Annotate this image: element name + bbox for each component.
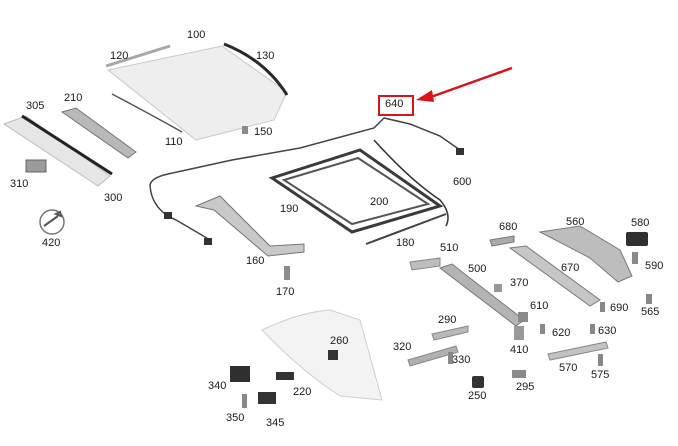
label-345[interactable]: 345 — [266, 417, 285, 429]
bolt-170[interactable] — [284, 266, 290, 280]
highlight-arrow — [427, 66, 513, 100]
bolt-350[interactable] — [242, 394, 247, 408]
label-305[interactable]: 305 — [26, 100, 45, 112]
bolt-575[interactable] — [598, 354, 603, 366]
tool-420-glyph — [43, 210, 63, 227]
rail-680[interactable] — [489, 235, 515, 247]
clip-260[interactable] — [328, 350, 338, 360]
bracket-580[interactable] — [626, 232, 648, 246]
bracket-510[interactable] — [409, 257, 441, 271]
rail-210[interactable] — [60, 107, 137, 159]
label-610[interactable]: 610 — [530, 300, 549, 312]
bolt-330[interactable] — [448, 352, 453, 364]
label-670[interactable]: 670 — [561, 262, 580, 274]
highlight-box-640 — [378, 95, 414, 116]
clip-370[interactable] — [494, 284, 502, 292]
clip-610[interactable] — [518, 312, 528, 322]
label-600[interactable]: 600 — [453, 176, 472, 188]
bolt-690[interactable] — [600, 302, 605, 312]
label-500[interactable]: 500 — [468, 263, 487, 275]
label-220[interactable]: 220 — [293, 386, 312, 398]
label-100[interactable]: 100 — [187, 29, 206, 41]
roof-trim-110[interactable] — [111, 93, 183, 133]
harness-600[interactable] — [373, 139, 449, 227]
label-110[interactable]: 110 — [165, 136, 183, 148]
seal-305[interactable] — [21, 114, 113, 176]
harness-left[interactable] — [149, 185, 211, 241]
label-320[interactable]: 320 — [393, 341, 412, 353]
seal-200[interactable] — [268, 148, 444, 234]
clip-295[interactable] — [512, 370, 526, 378]
seal-190[interactable] — [281, 156, 431, 226]
label-410[interactable]: 410 — [510, 344, 529, 356]
label-570[interactable]: 570 — [559, 362, 578, 374]
rail-570[interactable] — [547, 341, 609, 361]
label-300[interactable]: 300 — [104, 192, 123, 204]
label-630[interactable]: 630 — [598, 325, 617, 337]
bolt-620[interactable] — [540, 324, 545, 334]
windshield-frame — [261, 309, 383, 401]
label-575[interactable]: 575 — [591, 369, 610, 381]
highlight-arrow-head — [416, 90, 434, 102]
label-150[interactable]: 150 — [254, 126, 273, 138]
rail-670[interactable] — [508, 245, 601, 307]
label-690[interactable]: 690 — [610, 302, 629, 314]
label-620[interactable]: 620 — [552, 327, 571, 339]
roof-panel[interactable] — [106, 45, 288, 141]
label-310[interactable]: 310 — [10, 178, 29, 190]
connector-left-1[interactable] — [164, 212, 172, 219]
label-565[interactable]: 565 — [641, 306, 660, 318]
label-350[interactable]: 350 — [226, 412, 245, 424]
trim-180[interactable] — [365, 213, 447, 245]
label-190[interactable]: 190 — [280, 203, 299, 215]
label-330[interactable]: 330 — [452, 354, 471, 366]
connector-left-2[interactable] — [204, 238, 212, 245]
rail-160[interactable] — [194, 195, 305, 257]
roof-trim-130[interactable] — [223, 42, 289, 96]
label-200[interactable]: 200 — [370, 196, 389, 208]
clip-220[interactable] — [276, 372, 294, 380]
label-295[interactable]: 295 — [516, 381, 535, 393]
connector-600[interactable] — [456, 148, 464, 155]
label-340[interactable]: 340 — [208, 380, 227, 392]
bolt-565[interactable] — [646, 294, 652, 304]
roof-seal-120[interactable] — [105, 44, 171, 68]
label-160[interactable]: 160 — [246, 255, 265, 267]
rail-560[interactable] — [538, 225, 633, 283]
clip-150[interactable] — [242, 126, 248, 134]
harness-640[interactable] — [149, 117, 461, 187]
label-510[interactable]: 510 — [440, 242, 459, 254]
bolt-590[interactable] — [632, 252, 638, 264]
bracket-340[interactable] — [230, 366, 250, 382]
label-250[interactable]: 250 — [468, 390, 487, 402]
label-370[interactable]: 370 — [510, 277, 529, 289]
label-170[interactable]: 170 — [276, 286, 295, 298]
label-130[interactable]: 130 — [256, 50, 275, 62]
block-310[interactable] — [25, 159, 47, 173]
label-420[interactable]: 420 — [42, 237, 61, 249]
label-590[interactable]: 590 — [645, 260, 664, 272]
rail-320[interactable] — [407, 345, 459, 367]
clip-250[interactable] — [472, 376, 484, 388]
label-210[interactable]: 210 — [64, 92, 83, 104]
rail-290[interactable] — [431, 325, 469, 341]
label-580[interactable]: 580 — [631, 217, 650, 229]
label-260[interactable]: 260 — [330, 335, 349, 347]
label-120[interactable]: 120 — [110, 50, 129, 62]
label-560[interactable]: 560 — [566, 216, 585, 228]
label-640[interactable]: 640 — [385, 98, 404, 110]
label-180[interactable]: 180 — [396, 237, 415, 249]
panel-300[interactable] — [2, 115, 111, 187]
bolt-410[interactable] — [514, 326, 524, 340]
label-290[interactable]: 290 — [438, 314, 457, 326]
bolt-630[interactable] — [590, 324, 595, 334]
bracket-345[interactable] — [258, 392, 276, 404]
label-680[interactable]: 680 — [499, 221, 518, 233]
